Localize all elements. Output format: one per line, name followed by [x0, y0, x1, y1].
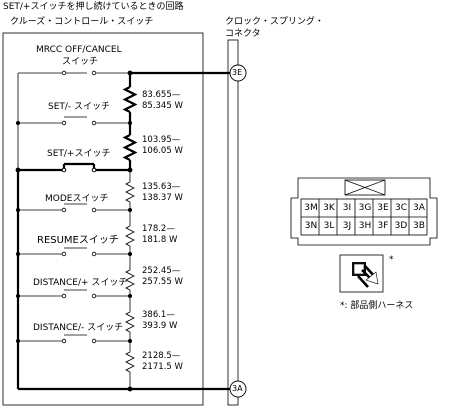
- resistor-1-value-2: 85.345 W: [142, 101, 183, 111]
- resistor-4-value-1: 178.2—: [142, 224, 175, 234]
- switch-label-set-plus: SET/+スイッチ: [47, 149, 111, 159]
- resistor-5-value-1: 252.45—: [142, 266, 181, 276]
- pin-3I: 3I: [342, 203, 352, 213]
- pin-3B: 3B: [413, 221, 425, 231]
- resistor-3-value-1: 135.63—: [142, 182, 181, 192]
- resistor-5-value-2: 257.55 W: [142, 277, 183, 287]
- pin-3N: 3N: [304, 221, 318, 231]
- resistor-6-value-1: 386.1—: [142, 310, 175, 320]
- resistor-1: [122, 86, 138, 113]
- terminal-3A-circle: [229, 380, 247, 398]
- junction-dots: [15, 70, 133, 392]
- switch-box-outline: [2, 32, 204, 406]
- pin-3F: 3F: [377, 221, 389, 231]
- pin-3C: 3C: [394, 203, 407, 213]
- resistor-6-value-2: 393.9 W: [142, 321, 178, 331]
- diagram-title: SET/+スイッチを押し続けているときの回路: [3, 2, 184, 12]
- resistor-6: [125, 311, 135, 333]
- clock-spring-label-1: クロック・スプリング・: [225, 17, 324, 27]
- switch-label-mode: MODEスイッチ: [45, 194, 109, 204]
- switch-label-mrcc-1: MRCC OFF/CANCEL: [36, 45, 122, 55]
- pin-3L: 3L: [323, 221, 335, 231]
- switch-row-set-plus: [18, 162, 130, 173]
- switch-label-distance-plus: DISTANCE/+ スイッチ: [33, 278, 128, 288]
- resistor-2-value-2: 106.05 W: [142, 146, 183, 156]
- pin-3A: 3A: [413, 203, 425, 213]
- pin-3M: 3M: [304, 203, 318, 213]
- connector-face: [290, 177, 438, 246]
- resistor-3-value-2: 138.37 W: [142, 193, 183, 203]
- switch-row-resume: [18, 247, 130, 257]
- terminal-3E-label: 3E: [232, 68, 243, 77]
- pin-3H: 3H: [358, 221, 372, 231]
- pin-3G: 3G: [358, 203, 372, 213]
- switch-label-distance-minus: DISTANCE/- スイッチ: [33, 323, 124, 333]
- switch-row-distance-plus: [18, 289, 130, 299]
- clock-spring-label-2: コネクタ: [225, 29, 261, 39]
- resistor-7-value-2: 2171.5 W: [142, 362, 183, 372]
- pin-3D: 3D: [394, 221, 408, 231]
- pin-3J: 3J: [342, 221, 352, 231]
- harness-icon: [339, 254, 384, 293]
- switch-row-mode: [18, 203, 130, 213]
- terminal-3A-label: 3A: [232, 384, 243, 393]
- resistor-4-value-2: 181.8 W: [142, 235, 178, 245]
- resistor-4: [125, 225, 135, 247]
- switch-row-set-minus: [18, 116, 130, 126]
- clock-spring-rect: [227, 39, 239, 406]
- resistor-7-value-1: 2128.5—: [142, 351, 181, 361]
- switch-label-mrcc-2: スイッチ: [62, 57, 99, 67]
- resistor-2: [122, 134, 138, 161]
- switch-row-mrcc: [18, 70, 130, 76]
- switch-box-label: クルーズ・コントロール・スイッチ: [10, 17, 154, 27]
- terminal-3E-circle: [229, 64, 247, 82]
- resistor-5: [125, 269, 135, 291]
- switch-row-distance-minus: [18, 334, 130, 344]
- resistor-1-value-1: 83.655—: [142, 90, 181, 100]
- pin-3E: 3E: [377, 203, 389, 213]
- resistor-2-value-1: 103.95—: [142, 135, 181, 145]
- harness-note: *: 部品側ハーネス: [340, 301, 414, 311]
- switch-label-resume: RESUMEスイッチ: [37, 235, 119, 246]
- harness-mark: *: [389, 255, 394, 265]
- resistor-3: [125, 181, 135, 203]
- switch-label-set-minus: SET/- スイッチ: [48, 102, 111, 112]
- pin-3K: 3K: [323, 203, 335, 213]
- resistor-7: [125, 351, 135, 373]
